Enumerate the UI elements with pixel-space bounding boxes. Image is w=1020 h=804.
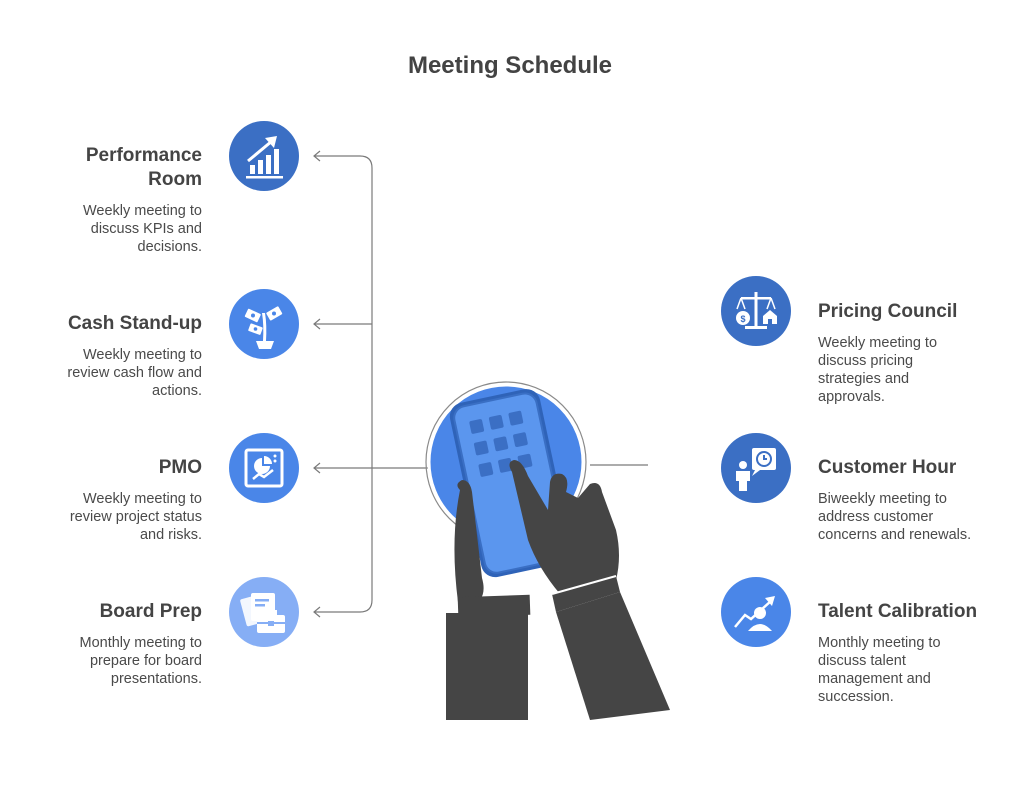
dashboard-icon bbox=[229, 433, 299, 503]
meeting-name: Performance Room bbox=[83, 144, 202, 192]
money-plant-icon bbox=[229, 289, 299, 359]
meeting-performance-room: Performance Room Weekly meeting to discu… bbox=[83, 144, 202, 256]
meeting-description: Monthly meeting to prepare for board pre… bbox=[79, 634, 202, 688]
meeting-cash-standup: Cash Stand-up Weekly meeting to review c… bbox=[67, 312, 202, 400]
meeting-name: Customer Hour bbox=[818, 456, 1008, 480]
hands-calculator-icon bbox=[420, 380, 690, 720]
meeting-name: Cash Stand-up bbox=[67, 312, 202, 336]
growth-chart-icon bbox=[229, 121, 299, 191]
meeting-description: Monthly meeting to discuss talent manage… bbox=[818, 634, 1008, 706]
meeting-board-prep: Board Prep Monthly meeting to prepare fo… bbox=[79, 600, 202, 688]
customer-clock-icon bbox=[721, 433, 791, 503]
meeting-name: Board Prep bbox=[79, 600, 202, 624]
meeting-talent-calibration: Talent Calibration Monthly meeting to di… bbox=[818, 600, 1008, 706]
meeting-description: Weekly meeting to review project status … bbox=[70, 490, 202, 544]
talent-growth-icon bbox=[721, 577, 791, 647]
price-scale-icon: $ bbox=[721, 276, 791, 346]
meeting-customer-hour: Customer Hour Biweekly meeting to addres… bbox=[818, 456, 1008, 544]
meeting-pricing-council: Pricing Council Weekly meeting to discus… bbox=[818, 300, 1008, 406]
meeting-description: Weekly meeting to review cash flow and a… bbox=[67, 346, 202, 400]
meeting-pmo: PMO Weekly meeting to review project sta… bbox=[70, 456, 202, 544]
meeting-description: Biweekly meeting to address customer con… bbox=[818, 490, 1008, 544]
meeting-name: Talent Calibration bbox=[818, 600, 1008, 624]
meeting-description: Weekly meeting to discuss pricing strate… bbox=[818, 334, 1008, 406]
meeting-name: Pricing Council bbox=[818, 300, 1008, 324]
briefcase-documents-icon bbox=[229, 577, 299, 647]
meeting-description: Weekly meeting to discuss KPIs and decis… bbox=[83, 202, 202, 256]
svg-text:$: $ bbox=[740, 314, 745, 324]
meeting-name: PMO bbox=[70, 456, 202, 480]
